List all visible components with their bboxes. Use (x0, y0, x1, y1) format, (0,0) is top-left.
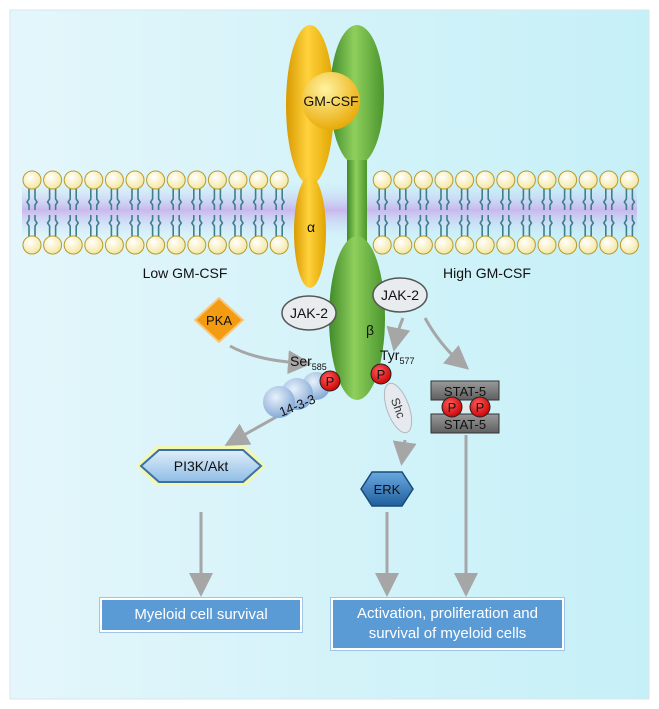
low-gm-csf-label: Low GM-CSF (143, 265, 228, 281)
shc-adaptor: Shc (383, 382, 413, 434)
lipid-molecule (84, 215, 104, 255)
lipid-molecule (84, 170, 104, 210)
cell-membrane (22, 170, 639, 255)
alpha-label: α (307, 219, 315, 235)
lipid-molecule (599, 170, 619, 210)
jak2-right-label: JAK-2 (381, 287, 419, 303)
lipid-molecule (166, 170, 186, 210)
ser-site-label: Ser585 (290, 353, 327, 372)
lipid-molecule (537, 215, 557, 255)
jak2-left: JAK-2 (281, 295, 337, 331)
lipid-molecule (516, 170, 536, 210)
lipid-molecule (228, 170, 248, 210)
pi3k-akt-node: PI3K/Akt (136, 446, 266, 486)
erk-node: ERK (360, 471, 414, 507)
erk-label: ERK (374, 482, 401, 497)
pka-label: PKA (206, 313, 232, 328)
phospho-tyr-label: P (377, 367, 386, 382)
lipid-molecule (619, 215, 639, 255)
lipid-molecule (393, 170, 413, 210)
lipid-molecule (516, 215, 536, 255)
lipid-molecule (537, 170, 557, 210)
lipid-molecule (207, 215, 227, 255)
lipid-molecule (146, 215, 166, 255)
arrow-jak-to-tyr (386, 317, 411, 352)
stat5-bottom-label: STAT-5 (444, 417, 486, 432)
lipid-molecule (455, 215, 475, 255)
lipid-molecule (63, 170, 83, 210)
arrow-jak-to-stat (423, 317, 470, 370)
high-gm-csf-label: High GM-CSF (443, 265, 531, 281)
lipid-molecule (187, 170, 207, 210)
beta-chain-transmembrane (347, 160, 367, 245)
lipid-molecule (269, 215, 289, 255)
lipid-molecule (43, 170, 63, 210)
lipid-molecule (619, 170, 639, 210)
phospho-stat-2: P (476, 400, 485, 415)
lipid-molecule (558, 215, 578, 255)
stat5-dimer: STAT-5 STAT-5 P P (430, 380, 500, 434)
lipid-molecule (207, 170, 227, 210)
lipid-molecule (475, 170, 495, 210)
lipid-molecule (125, 215, 145, 255)
pi3k-akt-label: PI3K/Akt (174, 458, 229, 474)
lipid-molecule (372, 215, 392, 255)
outcome-survival-box: Myeloid cell survival (100, 598, 302, 632)
pka-kinase: PKA (193, 296, 245, 344)
lipid-molecule (455, 170, 475, 210)
lipid-molecule (228, 215, 248, 255)
stat5-top-label: STAT-5 (444, 384, 486, 399)
arrow-1433-to-pi3k (224, 414, 279, 446)
lipid-molecule (249, 215, 269, 255)
lipid-molecule (475, 215, 495, 255)
gm-csf-ligand (302, 72, 360, 130)
lipid-molecule (22, 170, 42, 210)
lipid-molecule (372, 170, 392, 210)
signal-arrows (189, 317, 478, 597)
phospho-ser-label: P (326, 374, 335, 389)
phospho-tyr: P (370, 363, 392, 385)
outcome-activation-text: Activation, proliferation and survival o… (357, 605, 538, 642)
outcome-activation-box: Activation, proliferation and survival o… (331, 598, 564, 650)
lipid-molecule (63, 215, 83, 255)
beta-label: β (366, 322, 374, 338)
beta-chain-intracellular (329, 236, 385, 400)
lipid-molecule (578, 215, 598, 255)
shc-label: Shc (388, 396, 408, 420)
lipid-molecule (413, 170, 433, 210)
lipid-molecule (496, 170, 516, 210)
lipid-molecule (599, 215, 619, 255)
outcome-survival-text: Myeloid cell survival (134, 606, 268, 623)
lipid-molecule (249, 170, 269, 210)
lipid-molecule (269, 170, 289, 210)
tyr-site-label: Tyr577 (380, 347, 414, 366)
gm-csf-receptor: GM-CSF α β (286, 25, 385, 400)
lipid-molecule (104, 170, 124, 210)
lipid-molecule (434, 170, 454, 210)
lipid-molecule (166, 215, 186, 255)
lipid-molecule (187, 215, 207, 255)
arrow-shc-to-erk (392, 439, 417, 466)
lipid-molecule (558, 170, 578, 210)
lipid-molecule (43, 215, 63, 255)
lipid-molecule (413, 215, 433, 255)
jak2-left-label: JAK-2 (290, 305, 328, 321)
lipid-molecule (125, 170, 145, 210)
alpha-chain-transmembrane (294, 176, 326, 288)
phospho-stat-1: P (448, 400, 457, 415)
lipid-molecule (434, 215, 454, 255)
lipid-molecule (578, 170, 598, 210)
lipid-molecule (104, 215, 124, 255)
lipid-molecule (496, 215, 516, 255)
phospho-ser: P (319, 370, 341, 392)
lipid-molecule (393, 215, 413, 255)
lipid-molecule (146, 170, 166, 210)
arrow-pka-to-ser (229, 344, 312, 375)
jak2-right: JAK-2 (372, 277, 428, 313)
lipid-molecule (22, 215, 42, 255)
ligand-label: GM-CSF (303, 93, 358, 109)
